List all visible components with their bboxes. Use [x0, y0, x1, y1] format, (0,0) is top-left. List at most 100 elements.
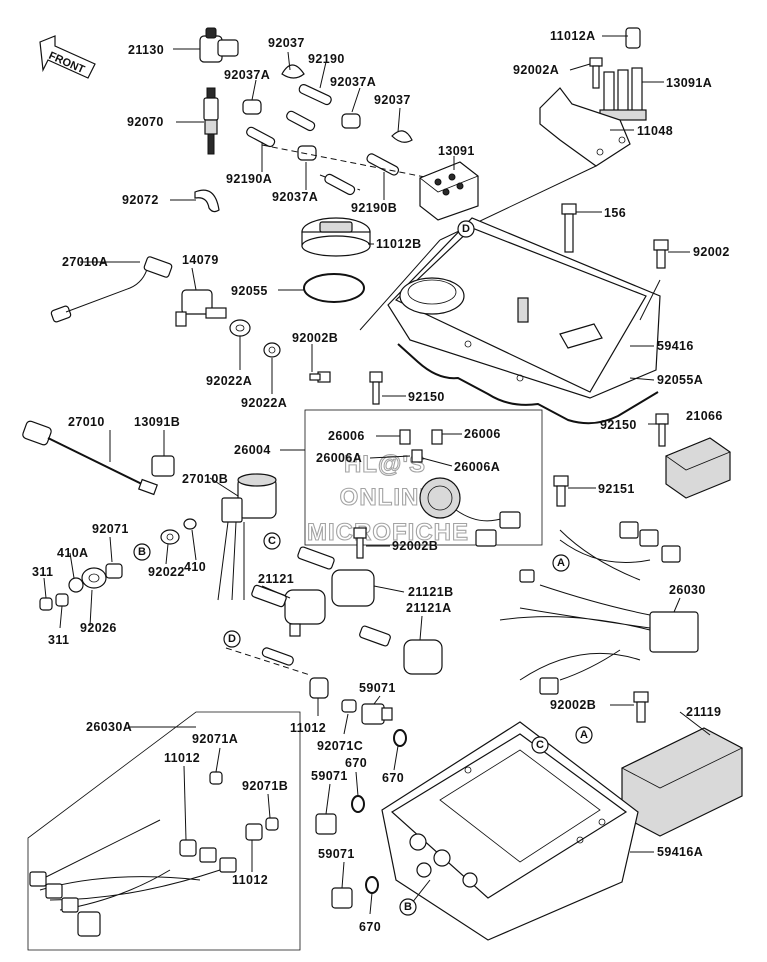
svg-text:A: A: [580, 729, 588, 741]
label-156: 156: [604, 206, 626, 220]
cap-92071A: [209, 771, 223, 785]
cap-11012-a: [309, 677, 329, 699]
label-92071B: 92071B: [242, 779, 288, 793]
o-ring-670-c: [365, 876, 379, 894]
cap-11012-c: [245, 823, 263, 841]
label-92002B-a: 92002B: [292, 331, 338, 345]
cap-92071B: [265, 817, 279, 831]
svg-text:A: A: [557, 557, 565, 569]
coil-21121: [251, 584, 326, 637]
leader-92002: [639, 279, 661, 321]
callout-C-bottom: C: [531, 736, 549, 754]
clamp-92037-a: [281, 64, 305, 79]
label-92026: 92026: [80, 621, 117, 635]
label-21121A: 21121A: [406, 601, 452, 615]
bolt-92002B-a: [309, 371, 331, 383]
label-92022A-b: 92022A: [241, 396, 287, 410]
cap-11012A: [625, 27, 641, 49]
label-92002: 92002: [693, 245, 730, 259]
label-670-b: 670: [382, 771, 404, 785]
svg-text:D: D: [228, 633, 236, 645]
spark-plug-cap-21130: [199, 27, 239, 63]
electric-box-cover-59416: [387, 217, 661, 399]
label-11012B: 11012B: [376, 237, 422, 251]
label-92070: 92070: [127, 115, 164, 129]
label-59071-a: 59071: [359, 681, 396, 695]
leader-lines: [43, 35, 711, 915]
bolt-92002B-c: [633, 691, 649, 723]
label-92190B: 92190B: [351, 201, 397, 215]
label-92071: 92071: [92, 522, 129, 536]
fitting-59071-a: [361, 703, 393, 725]
label-27010: 27010: [68, 415, 105, 429]
sensor-27010A: [50, 256, 173, 323]
nut-311-a: [39, 597, 53, 611]
label-92055: 92055: [231, 284, 268, 298]
label-26006-b: 26006: [464, 427, 501, 441]
label-92072: 92072: [122, 193, 159, 207]
hose-92190B: [366, 153, 400, 176]
label-21066: 21066: [686, 409, 723, 423]
label-92002A: 92002A: [513, 63, 559, 77]
watermark-line3: MICROFICHE: [307, 519, 469, 546]
hose-lower: [324, 173, 356, 196]
label-92150-b: 92150: [600, 418, 637, 432]
bolt-92002: [653, 239, 669, 269]
label-26006A-a: 26006A: [316, 451, 362, 465]
washer-410: [183, 518, 197, 530]
label-26030A: 26030A: [86, 720, 132, 734]
o-ring-92055: [303, 273, 365, 303]
svg-text:B: B: [404, 901, 412, 913]
connector-13091B: [151, 455, 175, 477]
label-92002B-b: 92002B: [392, 539, 438, 553]
callout-B-bottom: B: [399, 898, 417, 916]
label-92071C: 92071C: [317, 739, 363, 753]
label-21121B: 21121B: [408, 585, 454, 599]
label-92037-b: 92037: [374, 93, 411, 107]
bolt-92002A: [589, 57, 603, 89]
clamp-92037-b: [391, 130, 413, 143]
washer-92022A-b: [263, 342, 281, 358]
callout-D-mid: D: [223, 630, 241, 648]
label-26006A-b: 26006A: [454, 460, 500, 474]
fitting-59071-c: [331, 887, 353, 909]
label-92190: 92190: [308, 52, 345, 66]
label-92151: 92151: [598, 482, 635, 496]
label-92055A: 92055A: [657, 373, 703, 387]
label-27010B: 27010B: [182, 472, 228, 486]
grommet-92026: [81, 567, 107, 589]
label-59416A: 59416A: [657, 845, 703, 859]
callout-B-left: B: [133, 543, 151, 561]
fitting-59071-b: [315, 813, 337, 835]
hose-92190: [298, 83, 332, 106]
harness-26030A: [29, 819, 237, 937]
cap-11012-b: [179, 839, 197, 857]
svg-text:B: B: [138, 546, 146, 558]
bolt-92150-b: [655, 413, 669, 447]
hose-92190A: [246, 126, 276, 148]
label-59071-c: 59071: [318, 847, 355, 861]
igniter-21119: [621, 727, 743, 837]
callout-A-bottom: A: [575, 726, 593, 744]
cap-92071C: [341, 699, 357, 713]
clamp-92037A-b: [341, 113, 361, 129]
harness-26030: [499, 521, 699, 695]
terminal-block-13091A: [599, 67, 647, 121]
washer-92022A-a: [229, 319, 251, 337]
label-11012-c: 11012: [232, 873, 268, 887]
label-92037A-b: 92037A: [330, 75, 376, 89]
hose-92190-short: [286, 110, 316, 132]
label-11048: 11048: [637, 124, 673, 138]
label-59416: 59416: [657, 339, 694, 353]
label-21119: 21119: [686, 705, 721, 719]
o-ring-670-b: [351, 795, 365, 813]
group-box-26004: [304, 409, 543, 546]
nut-311-b: [55, 593, 69, 607]
callout-C-left: C: [263, 532, 281, 550]
bolt-156: [561, 203, 577, 253]
label-92071A: 92071A: [192, 732, 238, 746]
label-11012-b: 11012: [164, 751, 200, 765]
washer-410A: [68, 577, 84, 593]
label-21130: 21130: [128, 43, 164, 57]
